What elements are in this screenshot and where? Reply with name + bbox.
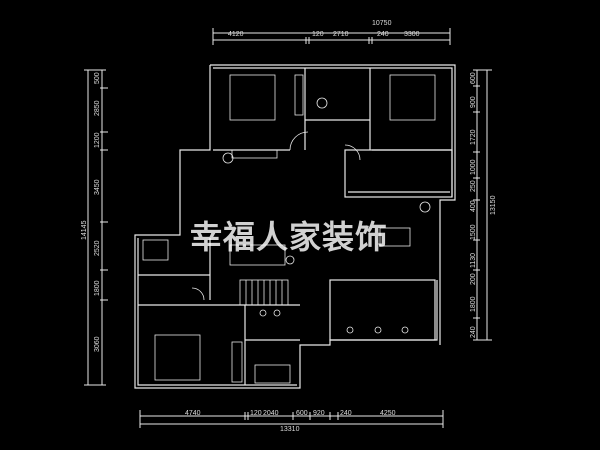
left-dim-2: 2850 xyxy=(94,100,101,116)
left-dimension-lines xyxy=(84,69,108,386)
top-dimension-lines xyxy=(212,28,451,45)
left-dimension-text: 500 2850 1200 3450 2520 1800 3060 14145 xyxy=(81,72,101,352)
top-dim-1: 4120 xyxy=(228,31,244,38)
bottom-total-label: 13310 xyxy=(280,426,300,433)
bottom-dim-4: 600 xyxy=(296,410,308,417)
dining-table xyxy=(379,227,411,247)
bed-top-left xyxy=(229,74,276,121)
left-dim-5: 2520 xyxy=(94,240,101,256)
right-dim-7: 1500 xyxy=(470,224,477,240)
right-dimension-text: 600 900 1720 1000 250 400 1500 1130 200 … xyxy=(470,72,497,338)
furniture xyxy=(142,74,436,384)
bottom-dim-5: 920 xyxy=(313,410,325,417)
right-dim-1: 600 xyxy=(470,72,477,84)
left-dim-7: 3060 xyxy=(94,336,101,352)
left-dim-6: 1800 xyxy=(94,280,101,296)
right-dim-6: 400 xyxy=(470,200,477,212)
top-total-label: 10750 xyxy=(372,20,392,27)
left-dim-3: 1200 xyxy=(94,132,101,148)
bottom-dim-2: 120 xyxy=(250,410,262,417)
bottom-dimension-lines xyxy=(139,410,444,428)
right-dim-11: 240 xyxy=(470,326,477,338)
top-dim-2: 120 xyxy=(312,31,324,38)
watermark: 幸福人家装饰 xyxy=(190,218,389,256)
left-dim-4: 3450 xyxy=(94,179,101,195)
desk xyxy=(142,239,169,261)
right-dim-9: 200 xyxy=(470,273,477,285)
right-dim-10: 1800 xyxy=(470,296,477,312)
right-dim-5: 250 xyxy=(470,180,477,192)
top-dim-4: 240 xyxy=(377,31,389,38)
right-dim-4: 1000 xyxy=(470,159,477,175)
right-dim-8: 1130 xyxy=(470,253,477,268)
staircase xyxy=(239,279,289,306)
bottom-dim-7: 4250 xyxy=(380,410,396,417)
bottom-dim-6: 240 xyxy=(340,410,352,417)
top-dim-5: 3300 xyxy=(404,31,420,38)
left-dim-1: 500 xyxy=(94,72,101,84)
left-total-label: 14145 xyxy=(81,220,88,240)
bottom-dim-3: 2040 xyxy=(263,410,279,417)
bottom-dim-1: 4740 xyxy=(185,410,201,417)
bed-bottom xyxy=(154,334,201,381)
top-dim-3: 2710 xyxy=(333,31,349,38)
right-total-label: 13150 xyxy=(490,195,497,215)
wardrobe xyxy=(294,74,304,116)
right-dim-2: 900 xyxy=(470,96,477,108)
wardrobe-bottom xyxy=(231,341,243,383)
sofa xyxy=(229,244,286,266)
bed-top-right xyxy=(389,74,436,121)
right-dim-3: 1720 xyxy=(470,129,477,145)
right-dimension-lines xyxy=(473,69,492,341)
walls xyxy=(134,64,456,389)
bathtub xyxy=(254,364,291,384)
